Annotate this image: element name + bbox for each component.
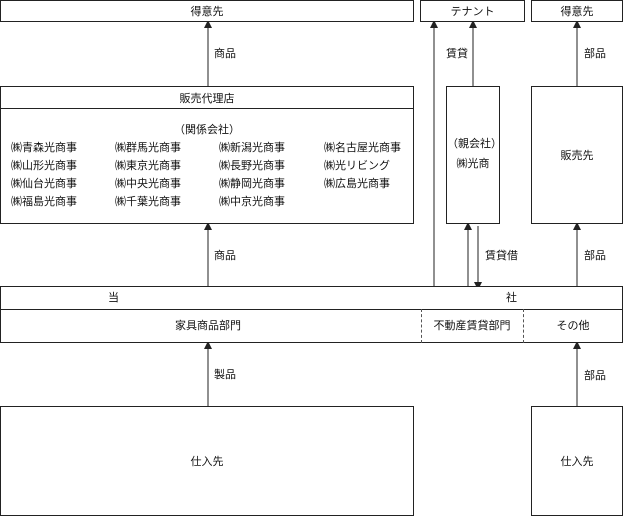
company-name-char-2: 社 [506, 291, 517, 304]
company-name: ㈱福島光商事 [11, 195, 77, 208]
dept-divider-2 [523, 309, 524, 343]
company-name: ㈱青森光商事 [11, 141, 77, 154]
company-name: ㈱中央光商事 [115, 177, 181, 190]
customer-left-label: 得意先 [190, 5, 224, 18]
company-name: ㈱中京光商事 [219, 195, 285, 208]
group-label: （関係会社） [174, 123, 240, 136]
supplier-left-label: 仕入先 [190, 455, 224, 468]
customer-right-label: 得意先 [560, 5, 594, 18]
supplier-right-box: 仕入先 [531, 406, 623, 516]
sales-agent-title: 販売代理店 [179, 91, 235, 105]
company-name: ㈱山形光商事 [11, 159, 77, 172]
supplier-left-box: 仕入先 [0, 406, 414, 516]
dept-real-estate: 不動産賃貸部門 [433, 319, 511, 332]
flow-label-parts-mid: 部品 [584, 249, 606, 262]
company-name: ㈱群馬光商事 [115, 141, 181, 154]
sales-agent-header: 販売代理店 [1, 87, 413, 109]
company-name: ㈱名古屋光商事 [324, 141, 401, 154]
sales-agent-box: 販売代理店 （関係会社） ㈱青森光商事 ㈱群馬光商事 ㈱新潟光商事 ㈱名古屋光商… [0, 86, 414, 224]
dept-furniture: 家具商品部門 [175, 319, 241, 332]
company-name: ㈱広島光商事 [324, 177, 390, 190]
dept-other: その他 [556, 319, 590, 332]
flow-label-goods-mid: 商品 [214, 249, 236, 262]
dept-divider-1 [421, 309, 422, 343]
tenant-label: テナント [450, 5, 495, 18]
parent-label: （親会社） [447, 137, 502, 150]
flow-label-goods-top: 商品 [214, 47, 236, 60]
company-name-char-1: 当 [108, 291, 119, 304]
customer-left-box: 得意先 [0, 0, 414, 22]
company-box: 当 社 家具商品部門 不動産賃貸部門 その他 [0, 286, 623, 343]
tenant-box: テナント [420, 0, 525, 22]
company-name: ㈱東京光商事 [115, 159, 181, 172]
flow-label-parts-top: 部品 [584, 47, 606, 60]
sales-destination-box: 販売先 [531, 86, 623, 224]
flow-label-products: 製品 [214, 368, 236, 381]
flow-label-lease: 賃貸借 [485, 249, 518, 262]
parent-company-box: （親会社） ㈱光商 [446, 86, 502, 224]
company-name: ㈱新潟光商事 [219, 141, 285, 154]
sales-destination-label: 販売先 [560, 149, 594, 162]
company-name: ㈱長野光商事 [219, 159, 285, 172]
company-name: ㈱静岡光商事 [219, 177, 285, 190]
company-header: 当 社 [1, 287, 622, 310]
customer-right-box: 得意先 [531, 0, 623, 22]
company-name: ㈱千葉光商事 [115, 195, 181, 208]
supplier-right-label: 仕入先 [560, 455, 594, 468]
company-name: ㈱仙台光商事 [11, 177, 77, 190]
parent-name: ㈱光商 [456, 157, 490, 170]
flow-label-rental: 賃貸 [446, 47, 468, 60]
company-name: ㈱光リビング [324, 159, 390, 172]
flow-label-parts-bottom: 部品 [584, 369, 606, 382]
